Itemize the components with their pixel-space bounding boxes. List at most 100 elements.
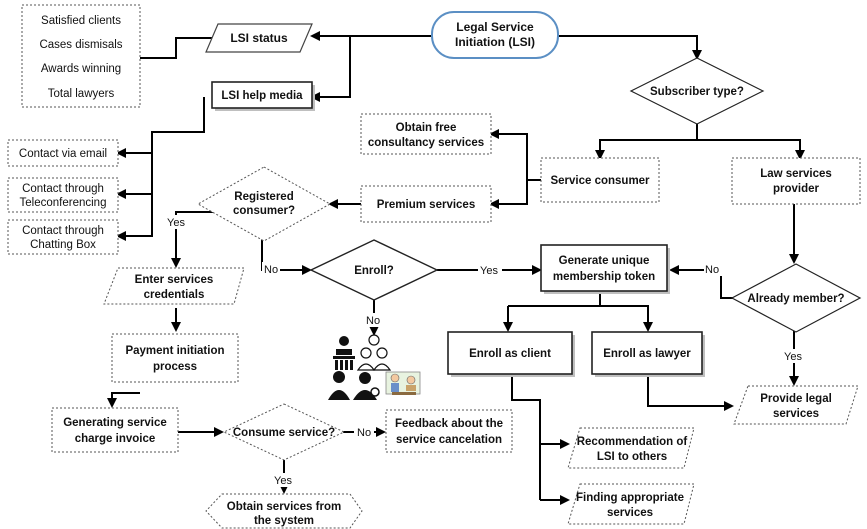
status-list: Satisfied clients Cases dismisals Awards… <box>21 4 141 108</box>
edge-client-branch <box>511 374 541 500</box>
lsi-help-media-label: LSI help media <box>221 90 303 102</box>
payment-line1: Payment initiation <box>125 345 224 357</box>
node-payment: Payment initiation process <box>111 333 239 383</box>
obtain-system-line1: Obtain services from <box>227 501 341 513</box>
consume-label: Consume service? <box>233 427 335 439</box>
node-enroll-client: Enroll as client <box>447 331 575 377</box>
node-recommendation: Recommendation of LSI to others <box>567 427 695 469</box>
contact-tele-line1: Contact through <box>22 183 104 195</box>
edge-registered-yes <box>171 211 218 268</box>
edge-token-split <box>508 293 601 307</box>
law-provider-line2: provider <box>773 183 820 195</box>
node-gen-invoice: Generating service charge invoice <box>51 407 179 453</box>
enter-credentials-line1: Enter services <box>135 274 214 286</box>
feedback-line2: service cancelation <box>396 434 502 446</box>
law-provider-line1: Law services <box>760 168 832 180</box>
subscriber-type-label: Subscriber type? <box>650 86 744 98</box>
gen-invoice-line1: Generating service <box>63 417 167 429</box>
obtain-free-line1: Obtain free <box>396 122 457 134</box>
node-consume: Consume service? <box>222 403 346 461</box>
edge-sub-provider <box>697 139 805 160</box>
node-lsi-initiation: Legal Service Initiation (LSI) <box>431 11 559 59</box>
label-registered-no: No <box>264 264 278 276</box>
contact-email-label: Contact via email <box>19 148 107 160</box>
enroll-lawyer-label: Enroll as lawyer <box>603 348 691 360</box>
edge-token-lawyer <box>600 305 653 332</box>
edge-labels: Yes No Yes No No Yes No Yes <box>166 215 806 487</box>
status-item: Total lawyers <box>48 88 115 100</box>
label-consume-no: No <box>357 427 371 439</box>
contact-chat-line2: Chatting Box <box>30 239 96 251</box>
registered-line2: consumer? <box>233 205 295 217</box>
node-provide-legal: Provide legal services <box>733 385 859 425</box>
label-member-no: No <box>705 264 719 276</box>
node-obtain-system: Obtain services from the system <box>205 493 363 529</box>
node-gen-token: Generate unique membership token <box>540 244 670 294</box>
gen-token-line1: Generate unique <box>559 255 650 267</box>
obtain-system-line2: the system <box>254 515 314 527</box>
node-contact-chat: Contact through Chatting Box <box>7 219 119 255</box>
label-member-yes: Yes <box>784 351 802 363</box>
node-premium: Premium services <box>360 185 492 223</box>
enroll-label: Enroll? <box>354 265 394 277</box>
node-feedback: Feedback about the service cancelation <box>385 409 513 453</box>
enroll-client-label: Enroll as client <box>469 348 551 360</box>
edge-lawyer-provide <box>647 374 734 411</box>
clients-icon <box>356 334 392 371</box>
node-finding: Finding appropriate services <box>567 483 695 525</box>
obtain-free-line2: consultancy services <box>368 137 484 149</box>
edge-init-subscriber <box>558 35 702 60</box>
label-enroll-yes: Yes <box>480 265 498 277</box>
contact-chat-line1: Contact through <box>22 225 104 237</box>
gen-token-line2: membership token <box>553 271 655 283</box>
node-already-member: Already member? <box>730 263 862 333</box>
provide-legal-line2: services <box>773 408 819 420</box>
label-consume-yes: Yes <box>274 475 292 487</box>
feedback-line1: Feedback about the <box>395 418 503 430</box>
recommendation-line2: LSI to others <box>597 451 667 463</box>
edge-payment-invoice <box>107 392 140 408</box>
provide-legal-line1: Provide legal <box>760 393 832 405</box>
node-lsi-help-media: LSI help media <box>211 81 315 111</box>
node-enter-credentials: Enter services credentials <box>103 267 245 305</box>
node-subscriber-type: Subscriber type? <box>629 57 765 125</box>
node-registered: Registered consumer? <box>196 166 332 242</box>
node-law-provider: Law services provider <box>731 157 861 205</box>
node-enroll-lawyer: Enroll as lawyer <box>591 331 705 377</box>
lsi-initiation-line1: Legal Service <box>456 20 534 34</box>
status-item: Cases dismisals <box>39 39 122 51</box>
finding-line1: Finding appropriate <box>576 492 684 504</box>
edge-consumer-premium <box>489 180 528 209</box>
node-service-consumer: Service consumer <box>540 157 660 203</box>
judge-icon <box>333 336 355 370</box>
label-enroll-no: No <box>366 315 380 327</box>
edge-init-help <box>310 36 351 102</box>
node-contact-tele: Contact through Teleconferencing <box>7 177 119 213</box>
edge-member-no <box>669 265 736 299</box>
registered-line1: Registered <box>234 191 293 203</box>
service-consumer-label: Service consumer <box>550 175 650 187</box>
already-member-label: Already member? <box>747 293 844 305</box>
edge-sub-consumer <box>595 124 698 160</box>
lawyers-icon <box>328 371 380 400</box>
edges <box>107 31 805 505</box>
status-item: Satisfied clients <box>41 15 121 27</box>
node-contact-email: Contact via email <box>7 139 119 167</box>
recommendation-line1: Recommendation of <box>577 436 688 448</box>
people-icons <box>328 334 421 400</box>
node-lsi-status: LSI status <box>205 23 313 53</box>
node-enroll: Enroll? <box>309 239 439 301</box>
premium-label: Premium services <box>377 199 475 211</box>
contact-tele-line2: Teleconferencing <box>20 197 107 209</box>
status-item: Awards winning <box>41 63 121 75</box>
lsi-initiation-line2: Initiation (LSI) <box>455 35 535 49</box>
gen-invoice-line2: charge invoice <box>75 433 156 445</box>
node-obtain-free: Obtain free consultancy services <box>360 113 492 155</box>
consultation-icon <box>385 371 421 395</box>
label-registered-yes: Yes <box>167 217 185 229</box>
enter-credentials-line2: credentials <box>144 289 205 301</box>
payment-line2: process <box>153 361 197 373</box>
edge-list-status <box>140 33 224 59</box>
